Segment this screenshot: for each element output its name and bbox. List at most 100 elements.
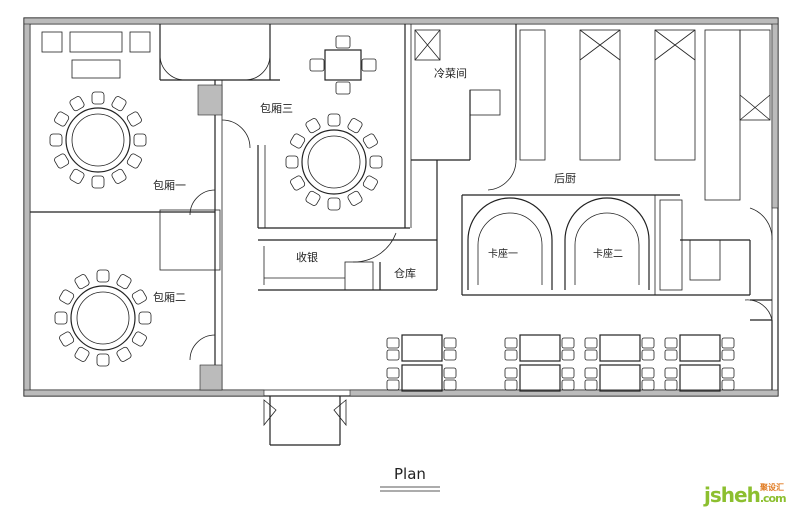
chair [69,96,85,112]
chair [54,311,68,325]
chair [285,155,299,169]
chair [327,197,341,211]
chair [584,379,598,391]
lazy-susan [71,113,125,167]
chair [126,153,142,169]
chair [504,379,518,391]
chair [386,337,400,349]
chair [116,346,132,362]
label-private-room-2: 包厢二 [153,291,186,304]
chair [386,367,400,379]
chair [561,367,575,379]
chair [443,379,457,391]
watermark-logo: jsheh.com [704,483,787,507]
label-cashier: 收银 [296,251,318,264]
chair [561,349,575,361]
chair [327,113,341,127]
chair [59,331,75,347]
chair [664,367,678,379]
chair [49,133,63,147]
label-back-kitchen: 后厨 [554,172,576,185]
chair [133,133,147,147]
chair [335,81,351,95]
chair [59,289,75,305]
chair [584,367,598,379]
chair [335,35,351,49]
chair [290,133,306,149]
chair [305,118,321,134]
chair [641,367,655,379]
round-table [65,107,131,173]
chair [362,133,378,149]
lazy-susan [76,291,130,345]
dining-table [679,364,721,392]
sofa [69,31,123,53]
chair [290,175,306,191]
chair [641,379,655,391]
dining-table [401,334,443,362]
chair [116,274,132,290]
dining-table [519,364,561,392]
chair [443,367,457,379]
side-table [41,31,63,53]
chair [443,349,457,361]
chair [91,175,105,189]
entrance [263,396,347,446]
chair [561,379,575,391]
chair [347,118,363,134]
label-booth-1: 卡座一 [488,249,518,260]
chair [504,337,518,349]
square-table [324,49,362,81]
label-private-room-3: 包厢三 [260,102,293,115]
chair [641,337,655,349]
side-table [129,31,151,53]
dining-table [679,334,721,362]
label-storage: 仓库 [394,267,416,280]
coffee-table [71,59,121,79]
chair [504,367,518,379]
chair [721,379,735,391]
dining-table [519,334,561,362]
chair [96,269,110,283]
chair [386,379,400,391]
chair [664,349,678,361]
chair [111,96,127,112]
lazy-susan [307,135,361,189]
chair [69,168,85,184]
chair [721,337,735,349]
label-cold-dish-room: 冷菜间 [434,67,467,80]
chair [641,349,655,361]
chair [362,175,378,191]
chair [138,311,152,325]
outer-walls [23,17,779,397]
chair [386,349,400,361]
chair [111,168,127,184]
round-table [301,129,367,195]
chair [91,91,105,105]
chair [504,349,518,361]
chair [584,349,598,361]
label-booth-2: 卡座二 [593,249,623,260]
dining-table [401,364,443,392]
chair [561,337,575,349]
chair [54,153,70,169]
chair [126,111,142,127]
chair [584,337,598,349]
round-table [70,285,136,351]
chair [309,58,325,72]
doors [159,54,773,361]
chair [361,58,377,72]
chair [74,274,90,290]
interior-walls [30,24,773,391]
kitchen-equipment [414,29,771,201]
plan-title: Plan [394,465,426,483]
chair [347,190,363,206]
chair [721,349,735,361]
chair [305,190,321,206]
chair [664,379,678,391]
chair [54,111,70,127]
chair [131,289,147,305]
dining-table [599,364,641,392]
watermark-cn: 聚设汇 [760,483,784,492]
